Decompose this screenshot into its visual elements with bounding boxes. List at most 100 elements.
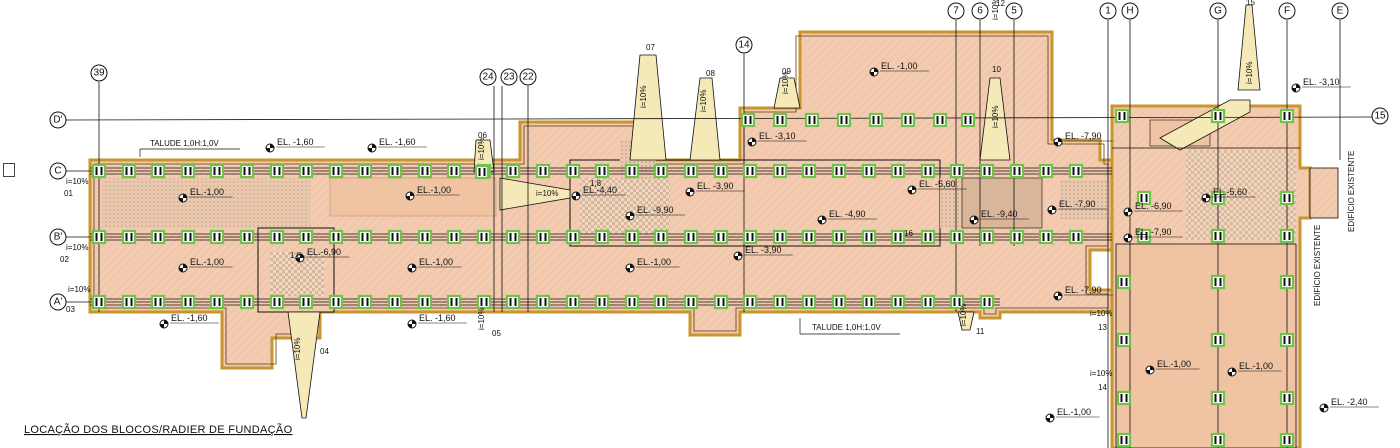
pile-block: [417, 294, 433, 310]
pile-block: [920, 229, 936, 245]
elevation-label: EL. -9,90: [637, 205, 674, 215]
pile-block: [1210, 108, 1226, 124]
pile-block: [713, 163, 729, 179]
pile-block: [920, 294, 936, 310]
elevation-marker: EL. -1,60: [265, 137, 325, 153]
pile-block: [1038, 163, 1054, 179]
pile-block: [713, 294, 729, 310]
elevation-marker: EL. -6,90: [1123, 201, 1183, 217]
pile-block: [801, 229, 817, 245]
pile-block: [417, 229, 433, 245]
pile-block: [180, 229, 196, 245]
pile-block: [357, 163, 373, 179]
ramp-number: 15: [1246, 0, 1255, 7]
pile-block: [979, 294, 995, 310]
pile-block: [239, 229, 255, 245]
slope-label: i=10%: [477, 308, 486, 330]
elevation-label: EL. -3,10: [1303, 77, 1340, 87]
grid-row-bubble: A': [49, 293, 67, 311]
grid-bubble-label: A': [54, 297, 63, 308]
elevation-label: EL. -1,60: [171, 313, 208, 323]
pile-block: [505, 229, 521, 245]
grid-col-bubble: F: [1278, 2, 1296, 20]
pile-block: [209, 229, 225, 245]
elevation-marker: EL. -1,60: [407, 313, 467, 329]
elevation-label: EL. -1,00: [881, 61, 918, 71]
pile-block: [1009, 163, 1025, 179]
elevation-marker: EL. -2,40: [1319, 397, 1379, 413]
pile-block: [742, 229, 758, 245]
pile-block: [949, 229, 965, 245]
pile-block: [653, 229, 669, 245]
elevation-label: EL.-1,00: [1057, 407, 1091, 417]
grid-bubble-label: 14: [738, 40, 750, 51]
elevation-label: EL.-4,40: [583, 185, 617, 195]
pile-block: [1279, 108, 1295, 124]
elevation-label: EL.-1,00: [637, 257, 671, 267]
elevation-label: EL. -3,90: [697, 181, 734, 191]
slope-label: i=10%: [1090, 369, 1112, 378]
slope-labels: i=10%i=10%i=10%i=10%i=10%i=10%i=10%i=10%…: [66, 0, 1254, 378]
pile-block: [387, 163, 403, 179]
elevation-marker: EL.-6,90: [295, 247, 350, 263]
pile-block: [1136, 190, 1152, 206]
pile-block: [565, 294, 581, 310]
pile-block: [949, 294, 965, 310]
pile-block: [868, 112, 884, 128]
pile-block: [1279, 390, 1295, 406]
pile-block: [653, 163, 669, 179]
pile-block: [565, 229, 581, 245]
grid-col-bubble: 1: [1099, 2, 1117, 20]
grid-col-bubble: 7: [947, 2, 965, 20]
pile-block: [1068, 229, 1084, 245]
pile-block: [121, 294, 137, 310]
dim-1-8-b: 1,8: [590, 179, 602, 188]
pile-block: [890, 294, 906, 310]
elevation-marker: EL.-1,00: [407, 257, 462, 273]
grid-col-bubble: 22: [519, 68, 537, 86]
pile-block: [387, 229, 403, 245]
grid-col-bubble: 39: [90, 64, 108, 82]
pile-block: [357, 294, 373, 310]
grid-bubble-label: E: [1337, 6, 1344, 17]
pile-block: [594, 294, 610, 310]
pile-block: [1279, 190, 1295, 206]
pile-block: [269, 294, 285, 310]
ramp-number: 01: [64, 189, 73, 198]
pile-block: [150, 229, 166, 245]
slope-label: i=10%: [639, 86, 648, 108]
pile-block: [476, 229, 492, 245]
pile-block: [594, 229, 610, 245]
elevation-marker: EL. -3,10: [1291, 77, 1351, 93]
elevation-label: EL. -7,90: [1135, 227, 1172, 237]
elevation-label: EL. -1,60: [277, 137, 314, 147]
elevation-label: EL. -4,90: [829, 209, 866, 219]
elevation-label: EL. -7,90: [1065, 131, 1102, 141]
slope-label: i=10%: [68, 285, 90, 294]
slope-label: i=10%: [1245, 62, 1254, 84]
slope-label: i=10%: [1090, 309, 1112, 318]
elevation-label: EL. -7,90: [1065, 285, 1102, 295]
pile-block: [831, 163, 847, 179]
pile-block: [209, 294, 225, 310]
elevation-marker: EL. -9,90: [625, 205, 685, 221]
grid-bubble-label: D': [53, 115, 62, 126]
elevation-label: EL.-1,00: [417, 185, 451, 195]
grid-row-bubble: B': [49, 228, 67, 246]
pile-block: [150, 163, 166, 179]
elevation-label: EL. -6,90: [1135, 201, 1172, 211]
pile-block: [298, 163, 314, 179]
pile-block: [1136, 228, 1152, 244]
grid-row-bubble: D': [49, 111, 67, 129]
slope-label: i=10%: [477, 138, 486, 160]
pile-block: [861, 163, 877, 179]
pile-block: [1210, 432, 1226, 448]
elevation-marker: EL. -3,90: [685, 181, 745, 197]
pile-block: [801, 294, 817, 310]
pile-block: [298, 294, 314, 310]
pile-block: [1210, 190, 1226, 206]
drawing-title: LOCAÇÃO DOS BLOCOS/RADIER DE FUNDAÇÃO: [24, 423, 293, 436]
pile-block: [239, 294, 255, 310]
